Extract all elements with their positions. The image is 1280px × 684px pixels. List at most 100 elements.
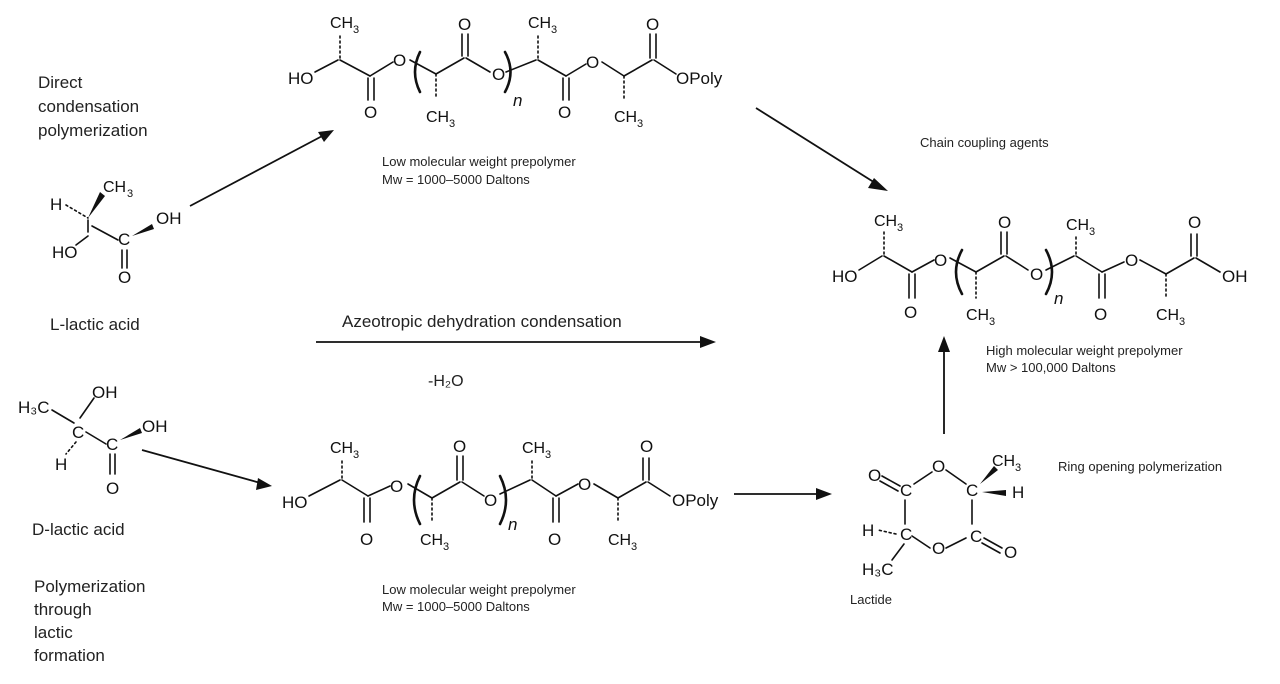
svg-text:CH: CH xyxy=(103,179,126,196)
svg-text:O: O xyxy=(868,466,881,485)
svg-text:OH: OH xyxy=(1222,267,1248,286)
arrow-d-lactic-to-bottom-prepolymer xyxy=(141,449,272,490)
svg-text:O: O xyxy=(548,530,561,549)
svg-text:O: O xyxy=(492,65,505,84)
arrow-l-lactic-to-top-prepolymer xyxy=(189,130,334,207)
svg-text:O: O xyxy=(1188,213,1201,232)
svg-text:C: C xyxy=(900,525,912,544)
svg-text:O: O xyxy=(118,268,131,287)
chain-coupling-label: Chain coupling agents xyxy=(920,135,1049,150)
svg-text:CH: CH xyxy=(966,307,989,324)
d-lactic-acid-label: D-lactic acid xyxy=(32,520,125,539)
svg-text:O: O xyxy=(904,303,917,322)
svg-text:3: 3 xyxy=(353,24,359,36)
svg-text:HO: HO xyxy=(52,243,78,262)
direct-condensation-label: Direct condensation polymerization xyxy=(38,73,148,140)
svg-text:3: 3 xyxy=(897,222,903,234)
svg-text:OPoly: OPoly xyxy=(672,491,719,510)
svg-text:H: H xyxy=(50,195,62,214)
svg-text:O: O xyxy=(484,491,497,510)
svg-text:CH: CH xyxy=(1066,217,1089,234)
svg-text:O: O xyxy=(640,437,653,456)
top-prepolymer-structure: HO CH 3 O O CH 3 O O n CH 3 O O CH xyxy=(288,15,723,130)
svg-text:CH: CH xyxy=(522,440,545,457)
bottom-prepolymer-caption: Low molecular weight prepolymer Mw = 100… xyxy=(382,582,576,614)
svg-text:CH: CH xyxy=(992,453,1015,470)
svg-text:3: 3 xyxy=(127,188,133,200)
top-prepolymer-caption: Low molecular weight prepolymer Mw = 100… xyxy=(382,154,576,187)
bottom-prepolymer-structure: HO CH 3 O O CH 3 O O n CH 3 O O CH xyxy=(282,437,719,553)
water-removal-label: -H₂O xyxy=(428,373,464,390)
svg-text:O: O xyxy=(360,530,373,549)
svg-text:H₃C: H₃C xyxy=(18,398,49,417)
svg-text:O: O xyxy=(458,15,471,34)
l-lactic-acid-structure: H CH 3 HO C OH O xyxy=(50,179,182,287)
svg-text:O: O xyxy=(932,457,945,476)
svg-text:through: through xyxy=(34,600,92,619)
svg-text:3: 3 xyxy=(449,118,455,130)
d-lactic-acid-structure: H₃C OH C H C OH O xyxy=(18,383,168,498)
svg-text:CH: CH xyxy=(528,15,551,32)
svg-text:Direct: Direct xyxy=(38,73,83,92)
l-lactic-acid-label: L-lactic acid xyxy=(50,315,140,334)
svg-text:O: O xyxy=(106,479,119,498)
high-mw-caption: High molecular weight prepolymer Mw > 10… xyxy=(986,343,1183,375)
polymerization-lactic-label: Polymerization through lactic formation xyxy=(34,577,146,665)
svg-text:OH: OH xyxy=(92,383,118,402)
high-mw-polymer-structure: HO CH 3 O O CH 3 O O n CH 3 O O CH xyxy=(832,213,1248,328)
svg-text:polymerization: polymerization xyxy=(38,121,148,140)
svg-text:CH: CH xyxy=(426,109,449,126)
svg-text:Mw = 1000–5000 Daltons: Mw = 1000–5000 Daltons xyxy=(382,599,530,614)
arrow-azeotropic xyxy=(316,336,716,348)
svg-text:High molecular weight prepolym: High molecular weight prepolymer xyxy=(986,343,1183,358)
svg-text:O: O xyxy=(578,475,591,494)
svg-text:n: n xyxy=(508,515,517,534)
svg-text:3: 3 xyxy=(545,449,551,461)
svg-text:C: C xyxy=(966,481,978,500)
svg-text:OH: OH xyxy=(156,209,182,228)
svg-text:H₃C: H₃C xyxy=(862,560,893,579)
svg-text:O: O xyxy=(1030,265,1043,284)
svg-text:3: 3 xyxy=(631,541,637,553)
svg-text:Low molecular weight prepolyme: Low molecular weight prepolymer xyxy=(382,582,576,597)
arrow-bottom-prepolymer-to-lactide xyxy=(734,488,832,500)
svg-text:O: O xyxy=(453,437,466,456)
arrow-lactide-to-high-mw xyxy=(938,336,950,434)
svg-text:H: H xyxy=(55,455,67,474)
svg-text:C: C xyxy=(970,527,982,546)
svg-text:CH: CH xyxy=(608,532,631,549)
svg-text:condensation: condensation xyxy=(38,97,139,116)
svg-text:OPoly: OPoly xyxy=(676,69,723,88)
svg-text:HO: HO xyxy=(282,493,308,512)
svg-text:H: H xyxy=(862,521,874,540)
svg-text:C: C xyxy=(118,230,130,249)
svg-text:O: O xyxy=(1094,305,1107,324)
svg-text:CH: CH xyxy=(420,532,443,549)
svg-text:O: O xyxy=(998,213,1011,232)
svg-text:O: O xyxy=(393,51,406,70)
lactide-label: Lactide xyxy=(850,592,892,607)
svg-text:O: O xyxy=(558,103,571,122)
svg-text:3: 3 xyxy=(1179,316,1185,328)
svg-text:OH: OH xyxy=(142,417,168,436)
svg-text:Mw = 1000–5000 Daltons: Mw = 1000–5000 Daltons xyxy=(382,172,530,187)
svg-text:n: n xyxy=(1054,289,1063,308)
svg-text:Low molecular weight prepolyme: Low molecular weight prepolymer xyxy=(382,154,576,169)
svg-text:O: O xyxy=(1125,251,1138,270)
svg-text:Mw > 100,000 Daltons: Mw > 100,000 Daltons xyxy=(986,360,1116,375)
svg-text:3: 3 xyxy=(989,316,995,328)
svg-text:CH: CH xyxy=(330,440,353,457)
arrow-top-prepolymer-to-high-mw xyxy=(755,107,888,191)
svg-text:HO: HO xyxy=(832,267,858,286)
svg-text:3: 3 xyxy=(1089,226,1095,238)
svg-text:O: O xyxy=(390,477,403,496)
svg-text:CH: CH xyxy=(1156,307,1179,324)
lactide-structure: O C O C CH 3 H C O O C H H₃C xyxy=(862,453,1024,579)
ring-opening-label: Ring opening polymerization xyxy=(1058,459,1222,474)
svg-text:O: O xyxy=(1004,543,1017,562)
svg-text:3: 3 xyxy=(551,24,557,36)
svg-text:3: 3 xyxy=(443,541,449,553)
svg-text:lactic: lactic xyxy=(34,623,73,642)
svg-text:CH: CH xyxy=(874,213,897,230)
